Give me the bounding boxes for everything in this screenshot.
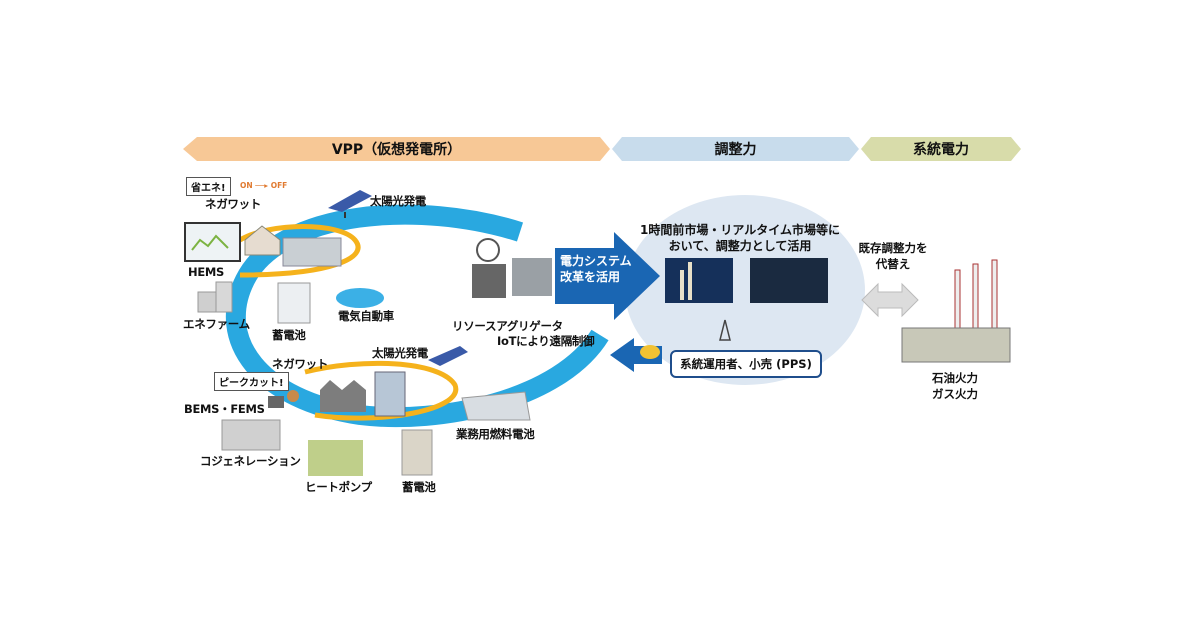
aggregator-label: リソースアグリゲータ	[452, 319, 563, 333]
header-vpp: VPP（仮想発電所）	[183, 137, 610, 161]
solar-panel-icon	[328, 190, 372, 212]
thermal-plant-building	[901, 327, 1011, 363]
apartment-icon	[282, 237, 342, 267]
market-text: 1時間前市場・リアルタイム市場等に おいて、調整力として活用	[630, 222, 850, 254]
cogeneration-icon	[221, 419, 281, 451]
household-negawatt-label: ネガワット	[205, 197, 261, 211]
hems-label: HEMS	[188, 265, 225, 279]
market-screen-1	[665, 258, 733, 303]
reform-line-1: 電力システム	[560, 254, 632, 268]
bems-person-icon	[287, 390, 299, 402]
business-negawatt-label: ネガワット	[272, 357, 328, 371]
smokestack-2	[972, 263, 979, 333]
operator-box: 系統運用者、小売 (PPS)	[670, 350, 822, 378]
ev-car-icon	[336, 288, 384, 308]
factory-icon	[320, 380, 366, 412]
bems-fems-label: BEMS・FEMS	[184, 402, 265, 416]
reform-arrow	[555, 232, 660, 320]
header-grid-power-label: 系統電力	[913, 142, 969, 158]
thermal-line-2: ガス火力	[932, 387, 978, 401]
market-line-2: おいて、調整力として活用	[668, 239, 812, 253]
replace-line-1: 既存調整力を	[858, 241, 928, 255]
smokestack-3	[991, 259, 998, 333]
energy-saving-bubble: 省エネ!	[186, 177, 231, 196]
hems-panel	[184, 222, 241, 262]
replace-double-arrow	[861, 282, 919, 318]
smokestack-1	[954, 269, 961, 333]
reform-line-2: 改革を活用	[560, 270, 621, 284]
on-off-indicator: ON ──▸ OFF	[240, 181, 288, 190]
enefarm-icon	[197, 291, 217, 313]
fuel-cell-label: 業務用燃料電池	[456, 427, 535, 441]
coins-icon	[640, 345, 660, 359]
household-solar-label: 太陽光発電	[370, 194, 426, 208]
bems-monitor-icon	[268, 396, 284, 408]
transmission-tower-icon	[719, 319, 731, 341]
house-icon	[244, 225, 281, 256]
iot-control-label: IoTにより遠隔制御	[497, 334, 595, 348]
header-adjustment-label: 調整力	[714, 142, 757, 158]
enefarm-label: エネファーム	[183, 317, 250, 331]
reform-arrow-text: 電力システム 改革を活用	[560, 253, 632, 285]
heat-pump-label: ヒートポンプ	[305, 480, 372, 494]
household-orange-ring	[238, 224, 361, 278]
peak-cut-bubble: ピークカット!	[214, 372, 289, 391]
business-battery-icon	[401, 429, 433, 476]
market-line-1: 1時間前市場・リアルタイム市場等に	[640, 223, 840, 237]
heat-pump-icon	[308, 440, 363, 476]
replace-text: 既存調整力を 代替え	[848, 240, 938, 272]
on-label: ON	[240, 181, 253, 190]
business-solar-label: 太陽光発電	[372, 346, 428, 360]
household-battery-label: 蓄電池	[272, 328, 306, 342]
office-building-icon	[374, 371, 406, 417]
business-orange-ring	[304, 360, 459, 421]
header-grid-power: 系統電力	[861, 137, 1021, 161]
replace-line-2: 代替え	[875, 257, 911, 271]
aggregator-person-icon	[476, 238, 500, 262]
aggregator-monitor-icon	[512, 258, 552, 296]
business-solar-panel-icon	[428, 346, 468, 366]
thermal-line-1: 石油火力	[932, 371, 978, 385]
header-vpp-label: VPP（仮想発電所）	[331, 142, 462, 158]
cogeneration-label: コジェネレーション	[200, 454, 301, 468]
thermal-text: 石油火力 ガス火力	[915, 370, 995, 402]
market-circle	[625, 195, 865, 385]
ev-label: 電気自動車	[338, 309, 394, 323]
off-label: OFF	[270, 181, 288, 190]
business-battery-label: 蓄電池	[402, 480, 436, 494]
fuel-cell-icon	[461, 391, 531, 421]
household-battery-icon	[277, 282, 311, 324]
market-screen-2	[750, 258, 828, 303]
header-adjustment: 調整力	[612, 137, 859, 161]
